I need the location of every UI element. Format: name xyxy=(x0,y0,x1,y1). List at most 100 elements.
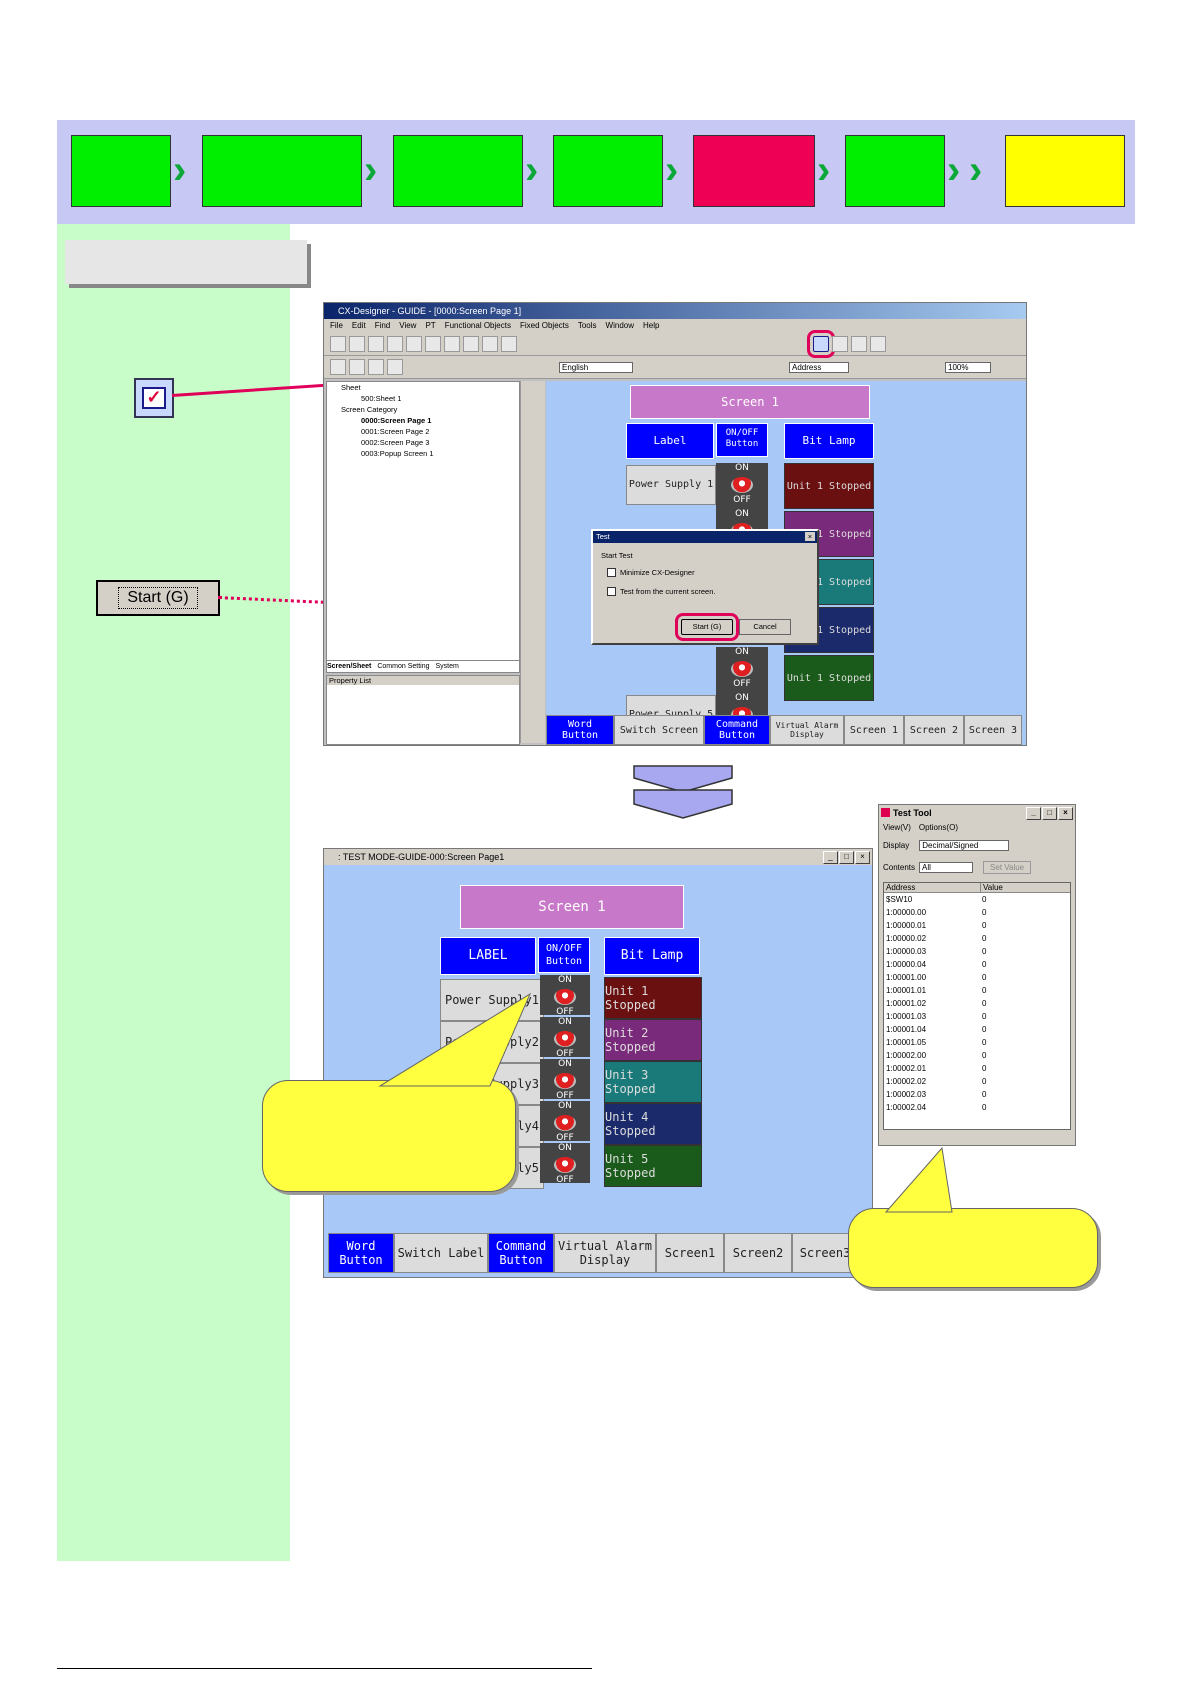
rectangle-icon[interactable] xyxy=(330,359,346,375)
cut-icon[interactable] xyxy=(463,336,479,352)
switch-screen-button[interactable]: Switch Screen xyxy=(614,715,704,745)
menu-window[interactable]: Window xyxy=(605,321,634,330)
zoom-select[interactable]: 100% xyxy=(945,361,991,373)
copy-icon[interactable] xyxy=(387,336,403,352)
display-select[interactable]: Decimal/Signed xyxy=(919,840,1010,851)
menu-fixed-objects[interactable]: Fixed Objects xyxy=(519,321,569,330)
tree-item-screen-page-3[interactable]: 0002:Screen Page 3 xyxy=(361,438,430,447)
tab-common-setting[interactable]: Common Setting xyxy=(377,663,430,670)
word-button[interactable]: Word Button xyxy=(328,1233,394,1273)
dialog-cancel-button[interactable]: Cancel xyxy=(739,619,791,635)
screen-1-button[interactable]: Screen 1 xyxy=(844,715,904,745)
current-screen-option[interactable]: Test from the current screen. xyxy=(593,577,817,596)
col-address[interactable]: Address xyxy=(884,883,981,892)
screen-3-button[interactable]: Screen3 xyxy=(792,1233,858,1273)
close-icon[interactable]: × xyxy=(805,532,815,541)
menu-pt[interactable]: PT xyxy=(425,321,436,330)
polyline-icon[interactable] xyxy=(387,359,403,375)
onoff-switch[interactable]: ON/OFF ButtonONOFF xyxy=(540,975,590,1017)
maximize-icon[interactable]: □ xyxy=(1042,807,1057,820)
minimize-icon[interactable]: _ xyxy=(1026,807,1041,820)
transfer-icon[interactable] xyxy=(832,336,848,352)
save-icon[interactable] xyxy=(368,336,384,352)
open-icon[interactable] xyxy=(349,336,365,352)
tab-system[interactable]: System xyxy=(435,663,459,670)
paste-icon[interactable] xyxy=(406,336,422,352)
redo-icon[interactable] xyxy=(444,336,460,352)
menu-functional-objects[interactable]: Functional Objects xyxy=(444,321,511,330)
delete-icon[interactable] xyxy=(482,336,498,352)
menu-file[interactable]: File xyxy=(330,321,343,330)
help-icon[interactable] xyxy=(870,336,886,352)
checkbox-icon[interactable] xyxy=(607,568,616,577)
col-value[interactable]: Value xyxy=(983,883,1003,892)
menu-options[interactable]: Options(O) xyxy=(918,823,958,832)
tree-item-screen-page-2[interactable]: 0001:Screen Page 2 xyxy=(361,427,430,436)
new-icon[interactable] xyxy=(330,336,346,352)
menu-view[interactable]: View(V) xyxy=(883,823,911,832)
undo-icon[interactable] xyxy=(425,336,441,352)
menu-find[interactable]: Find xyxy=(374,321,391,330)
command-button[interactable]: Command Button xyxy=(488,1233,554,1273)
word-button[interactable]: Word Button xyxy=(546,715,614,745)
virtual-alarm-button[interactable]: Virtual Alarm Display xyxy=(770,715,844,745)
tool-icon[interactable] xyxy=(851,336,867,352)
screen-1-button[interactable]: Screen1 xyxy=(656,1233,724,1273)
set-value-button[interactable]: Set Value xyxy=(983,861,1032,874)
screen-2-button[interactable]: Screen 2 xyxy=(904,715,964,745)
tab-screen-sheet[interactable]: Screen/Sheet xyxy=(327,663,372,670)
checkbox-icon[interactable] xyxy=(607,587,616,596)
menu-help[interactable]: Help xyxy=(643,321,660,330)
language-select[interactable]: English xyxy=(559,361,633,373)
line-icon[interactable] xyxy=(368,359,384,375)
tree-item-sheet[interactable]: Sheet xyxy=(341,383,361,392)
circle-icon[interactable] xyxy=(349,359,365,375)
switch-label-button[interactable]: Switch Label xyxy=(394,1233,488,1273)
tree-item-screen-page-1[interactable]: 0000:Screen Page 1 xyxy=(361,416,432,425)
maximize-icon[interactable]: □ xyxy=(839,851,854,864)
screen-3-button[interactable]: Screen 3 xyxy=(964,715,1022,745)
tree-item-popup-screen[interactable]: 0003:Popup Screen 1 xyxy=(361,449,434,458)
virtual-alarm-button[interactable]: Virtual Alarm Display xyxy=(554,1233,656,1273)
dialog-start-button[interactable]: Start (G) xyxy=(675,613,739,641)
screen-2-button[interactable]: Screen2 xyxy=(724,1233,792,1273)
command-button[interactable]: Command Button xyxy=(704,715,770,745)
minimize-option[interactable]: Minimize CX-Designer xyxy=(593,560,817,577)
address-select[interactable]: Address xyxy=(789,361,849,373)
start-button[interactable]: Start (G) xyxy=(96,580,220,616)
menu-tools[interactable]: Tools xyxy=(577,321,597,330)
minimize-icon[interactable]: _ xyxy=(823,851,838,864)
close-icon[interactable]: × xyxy=(855,851,870,864)
menu-edit[interactable]: Edit xyxy=(351,321,366,330)
menu-view[interactable]: View xyxy=(399,321,417,330)
close-icon[interactable]: × xyxy=(1058,807,1073,820)
tree-item-sheet-1[interactable]: 500:Sheet 1 xyxy=(361,394,402,403)
test-check-icon[interactable] xyxy=(807,330,835,358)
tree-item-screen-category[interactable]: Screen Category xyxy=(341,405,398,414)
find-icon[interactable] xyxy=(501,336,517,352)
test-check-icon[interactable]: ✓ xyxy=(134,378,174,418)
